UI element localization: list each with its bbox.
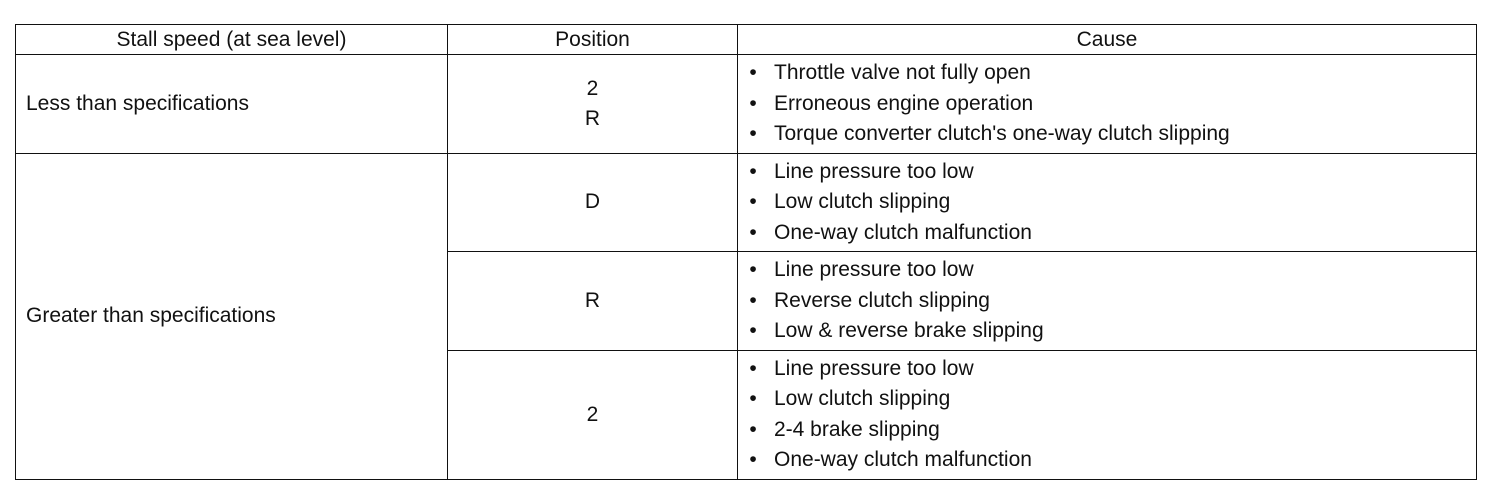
cause-item: • 2-4 brake slipping [746,415,1476,446]
position-value: R [584,106,601,130]
bullet-icon: • [749,122,757,145]
bullet-icon: • [749,61,757,84]
cause-text: Reverse clutch slipping [774,288,990,312]
bullet-icon: • [749,159,757,183]
stall-speed-table: Stall speed (at sea level) Position Caus… [15,24,1477,480]
cause-list: • Throttle valve not fully open • Erroneou… [746,58,1476,150]
cause-item: • Line pressure too low [746,157,1476,188]
bullet-icon: • [749,319,757,342]
position-value: 2 [586,402,599,426]
header-row: Stall speed (at sea level) Position Caus… [15,24,1477,55]
cause-text: Low clutch slipping [774,190,951,213]
cause-list: • Line pressure too low • Low clutch slipp… [746,354,1476,476]
cause-item: • Low clutch slipping [746,187,1476,218]
table-row: R • Line pressure too low • Reverse clutch… [16,251,1477,351]
stall-speed-cell: Less than specifications [15,54,448,154]
stall-speed-cell: Greater than specifications [15,152,448,480]
header-cause: Cause [737,24,1477,55]
cause-text: Erroneous engine operation [774,91,1034,115]
cause-cell: • Throttle valve not fully open • Erroneou… [737,54,1477,154]
bullet-icon: • [749,91,757,115]
header-stall-speed: Stall speed (at sea level) [15,24,448,55]
position-value: 2 [586,76,599,100]
header-position: Position [447,24,738,55]
cause-text: 2-4 brake slipping [774,417,940,441]
cause-text: Low clutch slipping [774,387,951,410]
bullet-icon: • [749,220,757,244]
position-cell: 2 [447,349,738,480]
table-row: Greater than specifications D • Line pres… [15,152,1477,480]
cause-text: Line pressure too low [774,356,974,380]
cause-item: • One-way clutch malfunction [746,445,1476,476]
cause-item: • Reverse clutch slipping [746,286,1476,317]
cause-list: • Line pressure too low • Low clutch slipp… [746,157,1476,249]
bullet-icon: • [749,258,757,281]
bullet-icon: • [749,190,757,213]
bullet-icon: • [749,288,757,312]
cause-text: Torque converter clutch's one-way clutch… [774,122,1230,145]
cause-item: • Line pressure too low [746,354,1476,385]
cause-item: • Throttle valve not fully open [746,58,1476,89]
position-cell: D [447,152,738,252]
position-cell: 2 R [447,54,738,154]
cause-cell: • Line pressure too low • Low clutch slipp… [737,349,1477,480]
cause-text: Line pressure too low [774,258,974,281]
table-row: 2 • Line pressure too low • Low clutch sli… [16,349,1477,480]
cause-item: • One-way clutch malfunction [746,218,1476,249]
cause-text: Low & reverse brake slipping [774,319,1044,342]
cause-item: • Erroneous engine operation [746,89,1476,120]
cause-cell: • Line pressure too low • Reverse clutch s… [737,251,1477,351]
position-cell: R [447,251,738,351]
position-value: D [584,190,601,214]
cause-text: One-way clutch malfunction [774,448,1032,471]
cause-cell: • Line pressure too low • Low clutch slipp… [737,152,1477,252]
cause-text: Line pressure too low [774,159,974,183]
cause-text: Throttle valve not fully open [774,61,1031,84]
bullet-icon: • [749,387,757,410]
cause-item: • Low clutch slipping [746,384,1476,415]
bullet-icon: • [749,356,757,380]
cause-text: One-way clutch malfunction [774,220,1032,244]
cause-item: • Low & reverse brake slipping [746,316,1476,347]
table-row: Less than specifications 2 R • Throttle v… [15,54,1477,154]
bullet-icon: • [749,417,757,441]
cause-item: • Torque converter clutch's one-way clutc… [746,119,1476,150]
cause-list: • Line pressure too low • Reverse clutch s… [746,255,1476,347]
cause-item: • Line pressure too low [746,255,1476,286]
bullet-icon: • [749,448,757,471]
position-value: R [584,288,601,312]
